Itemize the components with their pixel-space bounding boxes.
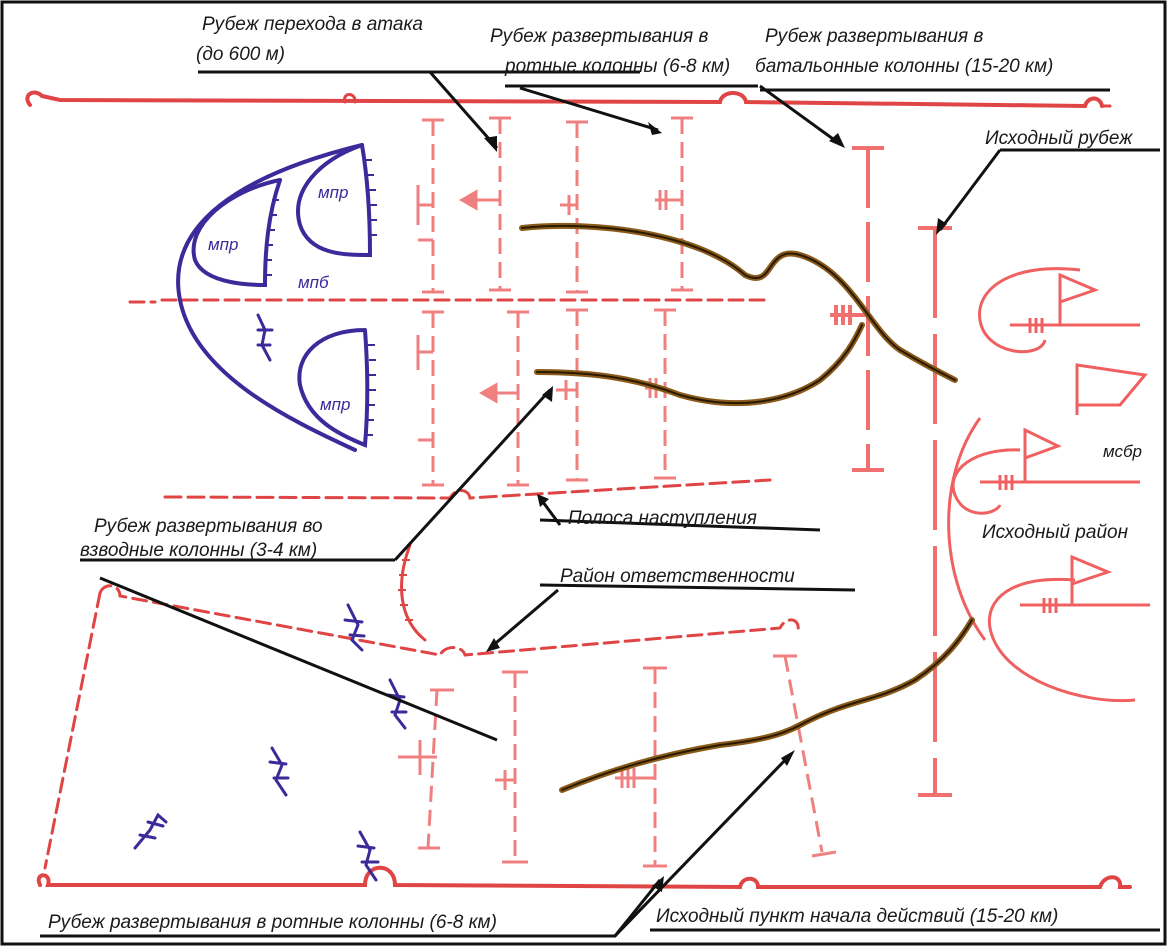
brigade-flag [1075,363,1148,415]
label-company-cols-top-2: ротные колонны (6-8 км) [504,56,730,77]
unit-label-battalion: мпб [298,273,330,292]
bottom-boundary [36,865,1132,890]
label-attack-line-2: (до 600 м) [196,44,285,65]
routes [519,222,975,793]
lower-lines [398,654,837,868]
route-lower [559,617,975,793]
upper-dashed-lines [422,116,693,487]
side-markers [416,185,433,442]
route-middle [534,322,865,407]
label-initial-area: Исходный район [982,522,1129,543]
company-arc-1 [191,178,282,288]
battalion-arc [400,543,427,642]
route-upper [519,222,958,383]
label-start-point: Исходный пункт начала действий (15-20 км… [656,906,1058,927]
company-ticks [265,159,377,436]
label-platoon-cols-2: взводные колонны (3-4 км) [80,540,317,561]
squad-markers [133,313,408,882]
label-company-cols-bottom: Рубеж развертывания в ротные колонны (6-… [48,912,497,933]
resp-area-outline [98,584,800,657]
label-initial-line: Исходный рубеж [985,128,1133,149]
company-arc-2 [296,143,373,258]
major-lines [830,146,952,797]
unit-label-company-1: мпр [208,235,238,254]
top-boundary-bump-mid [343,93,357,104]
left-arrows [458,189,518,404]
initial-area-arc [947,417,987,641]
battalion-symbol [176,143,373,452]
unit-label-company-2: мпр [318,183,348,202]
company-arc-3 [297,328,370,448]
unit-label-brigade: мсбр [1103,442,1142,461]
mid-boundary [128,298,772,304]
brigade-symbols [947,267,1150,703]
label-battalion-cols-2: батальонные колонны (15-20 км) [755,56,1053,77]
label-attack-line-1: Рубеж перехода в атака [202,14,423,35]
label-company-cols-top-1: Рубеж развертывания в [490,26,708,47]
unit-label-company-3: мпр [320,395,350,414]
cross-markers [556,190,682,400]
label-battalion-cols-1: Рубеж развертывания в [765,26,983,47]
arrow-heads [484,122,947,892]
label-platoon-cols-1: Рубеж развертывания во [94,516,323,537]
label-responsibility-area: Район ответственности [560,566,795,587]
battalion-outer [176,143,364,452]
boundary-lines [25,90,1132,890]
resp-area-left [43,591,102,870]
brigade-arc-1 [978,267,1081,354]
battalion-arc-ticks [398,559,413,621]
callout-arrows [40,70,1160,938]
brigade-arc-3 [987,577,1136,703]
label-attack-zone: Полоса наступления [568,508,757,529]
brigade-arc-2 [951,448,1021,515]
top-boundary [25,90,1104,109]
